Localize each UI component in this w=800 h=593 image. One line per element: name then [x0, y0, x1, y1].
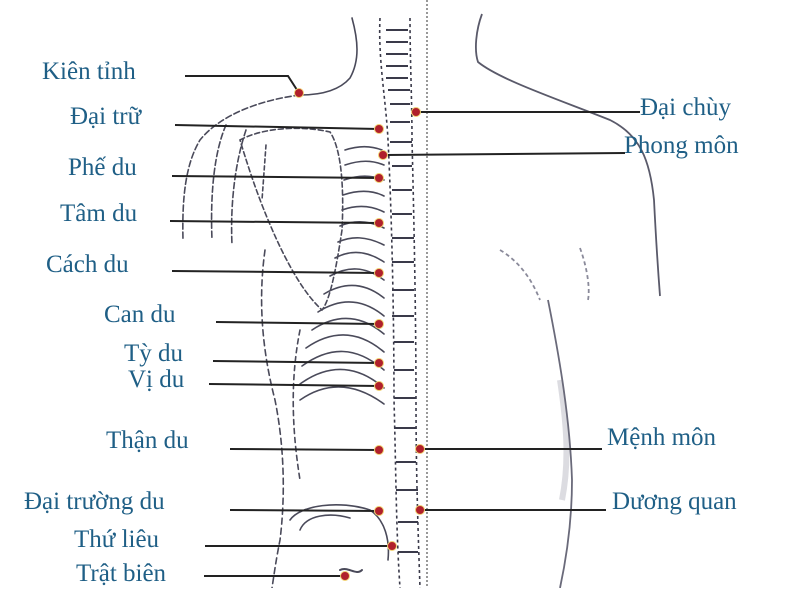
point-dot-dai-chuy [411, 107, 421, 117]
point-dot-cach-du [374, 268, 384, 278]
label-phe-du: Phế du [68, 154, 137, 181]
right-body-outline [475, 13, 661, 589]
leader-line-vi-du [208, 383, 380, 387]
leader-line-phong-mon [384, 152, 626, 156]
label-dai-chuy: Đại chùy [640, 94, 731, 121]
point-dot-tam-du [374, 218, 384, 228]
label-kien-tinh: Kiên tỉnh [42, 58, 136, 85]
leader-lines [169, 75, 640, 577]
acupuncture-points [294, 88, 425, 581]
leader-line-tam-du [169, 220, 380, 224]
point-dot-than-du [374, 445, 384, 455]
label-dai-truong-du: Đại trường du [24, 488, 165, 515]
leader-line-dai-tru [174, 124, 380, 130]
leader-line-can-du [215, 321, 380, 325]
label-cach-du: Cách du [46, 251, 129, 278]
label-tam-du: Tâm du [60, 200, 138, 227]
label-menh-mon: Mệnh môn [607, 424, 717, 451]
point-dot-phong-mon [378, 150, 388, 160]
label-duong-quan: Dương quan [612, 488, 737, 515]
label-than-du: Thận du [106, 427, 189, 454]
point-dot-duong-quan [415, 505, 425, 515]
leader-line-than-du [229, 448, 380, 451]
point-dot-vi-du [374, 381, 384, 391]
label-can-du: Can du [104, 301, 176, 328]
leader-line-cach-du [171, 270, 380, 274]
point-dot-dai-truong-du [374, 506, 384, 516]
point-dot-menh-mon [415, 444, 425, 454]
point-dot-can-du [374, 319, 384, 329]
label-trat-bien: Trật biên [76, 560, 167, 587]
leader-line-dai-truong-du [229, 509, 380, 512]
spine [378, 0, 428, 589]
leader-line-ty-du [212, 360, 380, 364]
label-ty-du: Tỳ du [124, 340, 184, 367]
point-dot-ty-du [374, 358, 384, 368]
point-dot-kien-tinh [294, 88, 304, 98]
label-thu-lieu: Thứ liêu [74, 526, 160, 553]
leader-line-kien-tinh [185, 75, 300, 94]
label-phong-mon: Phong môn [624, 132, 739, 159]
label-dai-tru: Đại trữ [70, 103, 142, 130]
point-dot-dai-tru [374, 124, 384, 134]
point-dot-phe-du [374, 173, 384, 183]
body-outline [182, 17, 390, 589]
point-dot-thu-lieu [387, 541, 397, 551]
label-vi-du: Vị du [128, 366, 185, 393]
leader-line-phe-du [171, 175, 380, 179]
point-dot-trat-bien [340, 571, 350, 581]
